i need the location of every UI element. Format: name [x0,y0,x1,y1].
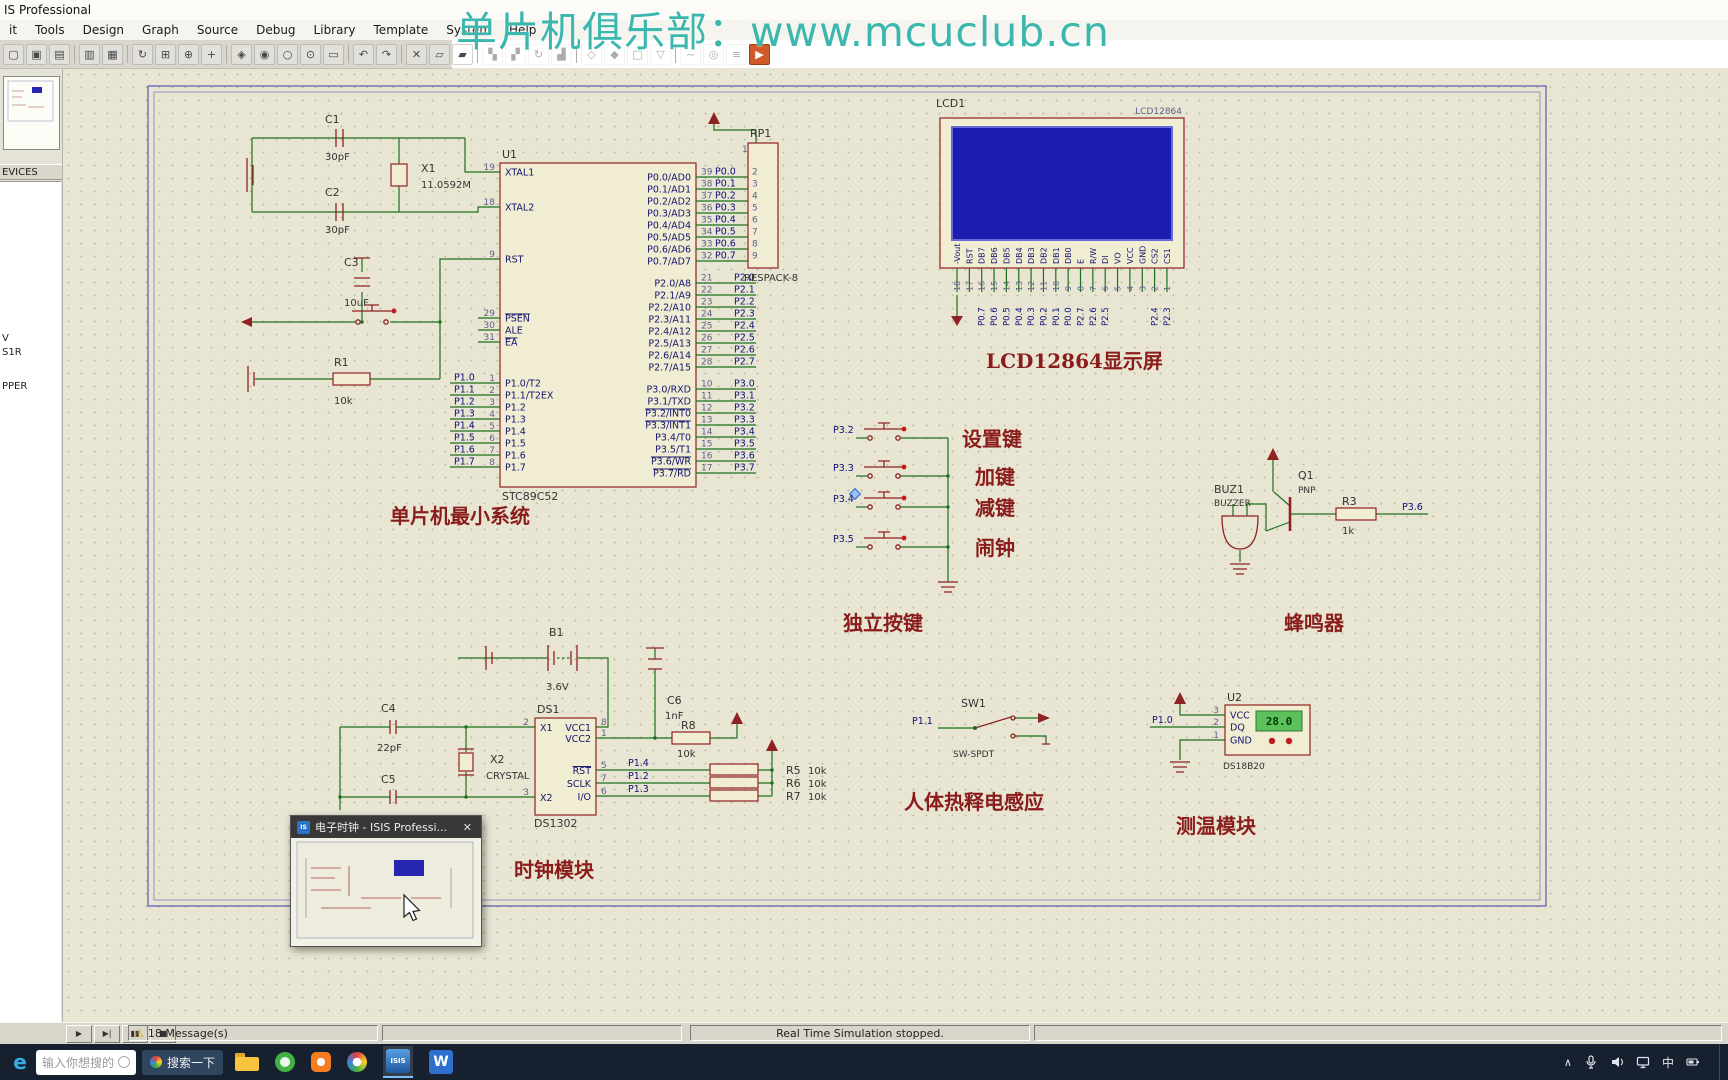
battery-icon[interactable] [1686,1055,1701,1069]
step-button[interactable]: ▶| [94,1025,120,1043]
search-button-icon [150,1056,162,1068]
menu-item-tools[interactable]: Tools [35,23,65,37]
device-list-item[interactable]: PPER [2,381,28,392]
show-desktop-button[interactable] [1719,1044,1724,1080]
preview-popup-window[interactable]: IS 电子时钟 - ISIS Professi... ✕ [290,815,482,947]
title-bar: IS Professional [0,0,1728,20]
window-title: IS Professional [4,3,92,17]
schematic-overview-panel[interactable] [3,76,60,150]
print-icon[interactable]: ▥ [79,43,100,65]
property-assignment-icon[interactable]: ≡ [726,43,747,65]
popup-close-button[interactable]: ✕ [462,820,472,834]
thumbnail-schematic [296,841,474,939]
taskbar-apps: ISIS W [235,1046,454,1078]
play-button[interactable]: ▶ [66,1025,92,1043]
toggle-grid-icon[interactable]: ⊞ [155,43,176,65]
menu-item-debug[interactable]: Debug [256,23,296,37]
new-file-icon[interactable]: ▢ [3,43,24,65]
tray-chevron-up-icon[interactable]: ∧ [1563,1055,1572,1069]
system-tray: ∧ 中 [1564,1044,1724,1080]
copy-icon[interactable]: ▱ [429,43,450,65]
main-toolbar: ▢▣▤▥▦↻⊞⊕+◈◉○⊙▭↶↷✕▱▰▚▞↻▟◇◆□▽~◎≡▶ [0,40,982,68]
status-panel-empty [1034,1025,1722,1041]
message-count: 18 Message(s) [147,1027,228,1040]
menu-item-design[interactable]: Design [82,23,125,37]
decompose-icon[interactable]: ▽ [650,43,671,65]
device-list-item[interactable]: S1R [2,347,22,358]
block-delete-icon[interactable]: ▟ [551,43,572,65]
devices-panel-header: EVICES [0,164,62,180]
taskbar: e 输入你想搜的 搜索一下 ISIS W ∧ [0,1044,1728,1080]
camera-icon [118,1056,130,1068]
speaker-icon[interactable] [1610,1055,1624,1069]
pan-icon[interactable]: ◈ [231,43,252,65]
menu-item-template[interactable]: Template [373,23,429,37]
menu-item-it[interactable]: it [9,23,18,37]
wire-autorouter-icon[interactable]: ~ [680,43,701,65]
input-method-indicator[interactable]: 中 [1661,1055,1674,1070]
demo-icon[interactable]: ▶ [749,43,770,65]
undo-icon[interactable]: ↶ [353,43,374,65]
mark-output-area-icon[interactable]: ▦ [102,43,123,65]
isis-taskbar-icon[interactable]: ISIS [383,1046,414,1078]
zoom-in-icon[interactable]: ◉ [254,43,275,65]
search-button-label: 搜索一下 [167,1055,216,1070]
sidebar: EVICES V S1R PPER [0,68,63,1022]
simulation-status-panel: Real Time Simulation stopped. [690,1025,1030,1041]
false-origin-icon[interactable]: ⊕ [178,43,199,65]
search-placeholder: 输入你想搜的 [42,1055,115,1070]
zoom-out-icon[interactable]: ○ [277,43,298,65]
search-tag-icon[interactable]: ◎ [703,43,724,65]
menu-item-library[interactable]: Library [313,23,356,37]
zoom-all-icon[interactable]: ⊙ [300,43,321,65]
browser-icon[interactable] [275,1052,296,1072]
make-device-icon[interactable]: ◆ [604,43,625,65]
network-icon[interactable] [1636,1055,1650,1069]
menu-item-source[interactable]: Source [196,23,239,37]
popup-title-bar[interactable]: IS 电子时钟 - ISIS Professi... ✕ [291,816,481,838]
menu-item-help[interactable]: Help [509,23,537,37]
stop-button[interactable]: ■ [150,1025,176,1043]
paste-icon[interactable]: ▰ [452,43,473,65]
redo-icon[interactable]: ↷ [376,43,397,65]
search-button[interactable]: 搜索一下 [142,1049,224,1075]
watermark-text: 单片机俱乐部：www.mcuclub.cn [456,8,1110,56]
cursor-mode-icon[interactable]: + [201,43,222,65]
simulation-status-text: Real Time Simulation stopped. [776,1027,944,1040]
refresh-icon[interactable]: ↻ [132,43,153,65]
device-list-item[interactable]: V [2,333,9,344]
app-icon-orange[interactable] [311,1052,332,1072]
block-copy-icon[interactable]: ▚ [482,43,503,65]
app-icon-colorwheel[interactable] [347,1052,368,1072]
menu-bar: it Tools Design Graph Source Debug Library Temp… [0,20,1728,40]
zoom-area-icon[interactable]: ▭ [323,43,344,65]
status-bar: ▶▶|▮▮■ ⚠18 Message(s) Real Time Simulati… [0,1022,1728,1045]
menu-item-graph[interactable]: Graph [142,23,179,37]
block-move-icon[interactable]: ▞ [505,43,526,65]
message-count-panel[interactable]: ⚠18 Message(s) [128,1025,378,1041]
edge-icon[interactable]: e [13,1050,27,1074]
popup-thumbnail[interactable] [291,838,481,945]
packaging-tool-icon[interactable]: □ [627,43,648,65]
devices-list[interactable]: V S1R PPER [0,181,61,1022]
wps-icon[interactable]: W [429,1050,454,1074]
open-file-icon[interactable]: ▣ [26,43,47,65]
save-file-icon[interactable]: ▤ [49,43,70,65]
warning-icon: ⚠ [134,1027,144,1040]
block-rotate-icon[interactable]: ↻ [528,43,549,65]
isis-popup-icon: IS [297,820,310,834]
mouse-cursor [403,893,421,922]
popup-title: 电子时钟 - ISIS Professi... [315,821,448,834]
microphone-icon[interactable] [1584,1055,1598,1069]
taskbar-search-input[interactable]: 输入你想搜的 [36,1049,136,1075]
pick-device-icon[interactable]: ◇ [581,43,602,65]
cut-icon[interactable]: ✕ [406,43,427,65]
menu-item-system[interactable]: System [446,23,492,37]
file-explorer-icon[interactable] [235,1053,260,1071]
status-panel-empty [382,1025,682,1041]
